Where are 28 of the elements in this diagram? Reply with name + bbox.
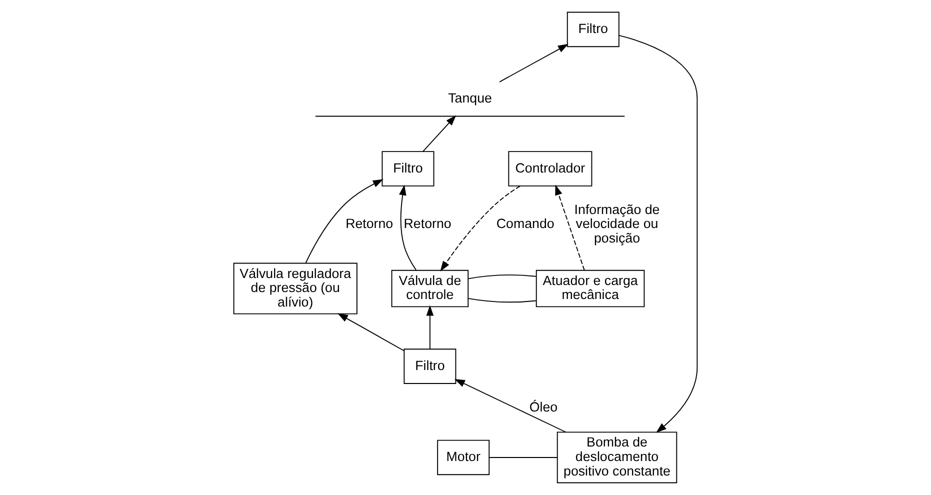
arrow (422, 115, 456, 152)
node-box: Atuador e carga mecânica (536, 270, 645, 308)
edge-label: Informação de velocidade ou posição (574, 202, 660, 246)
node-text: Tanque (448, 90, 492, 106)
arrow (440, 186, 521, 272)
arrow (555, 184, 585, 271)
arrow (618, 34, 698, 433)
node-box: Válvula reguladora de pressão (ou alívio) (233, 262, 358, 314)
edge-label: Retorno (346, 216, 394, 232)
connector (468, 298, 536, 303)
arrow (337, 313, 404, 352)
edge-label: Comando (496, 216, 554, 232)
node-box: Motor (437, 440, 490, 476)
edge-label: Retorno (404, 216, 452, 232)
arrow (305, 179, 384, 264)
arrow (399, 184, 417, 271)
arrow (499, 44, 569, 82)
arrow (454, 378, 566, 433)
node-box: Filtro (566, 12, 620, 48)
node-box: Controlador (508, 151, 592, 186)
node-box: Filtro (404, 348, 456, 384)
node-box: Bomba de deslocamento positivo constante (556, 432, 678, 484)
arrow (426, 305, 434, 350)
edge-label: Óleo (529, 399, 558, 414)
node-box: Válvula de controle (391, 270, 469, 308)
connector (488, 457, 558, 458)
connector (468, 274, 536, 280)
node-box: Filtro (382, 151, 434, 186)
